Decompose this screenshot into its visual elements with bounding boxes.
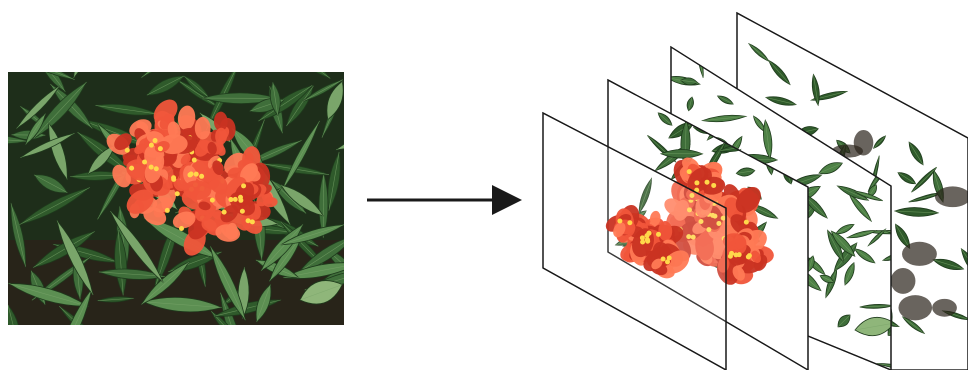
flower-photo bbox=[0, 16, 406, 365]
